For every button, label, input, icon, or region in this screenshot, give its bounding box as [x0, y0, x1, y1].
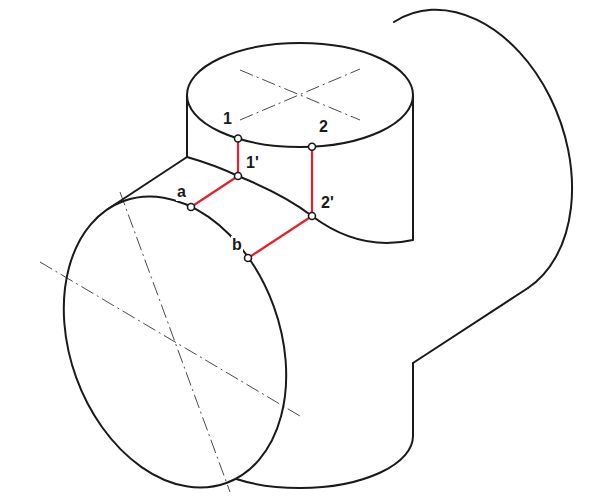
point-label: b	[231, 236, 243, 254]
point-label: 2'	[320, 194, 335, 212]
point-label: a	[176, 183, 187, 201]
point-label: 2	[318, 118, 329, 136]
point-label: 1'	[245, 154, 260, 172]
point-label: 1	[222, 110, 233, 128]
